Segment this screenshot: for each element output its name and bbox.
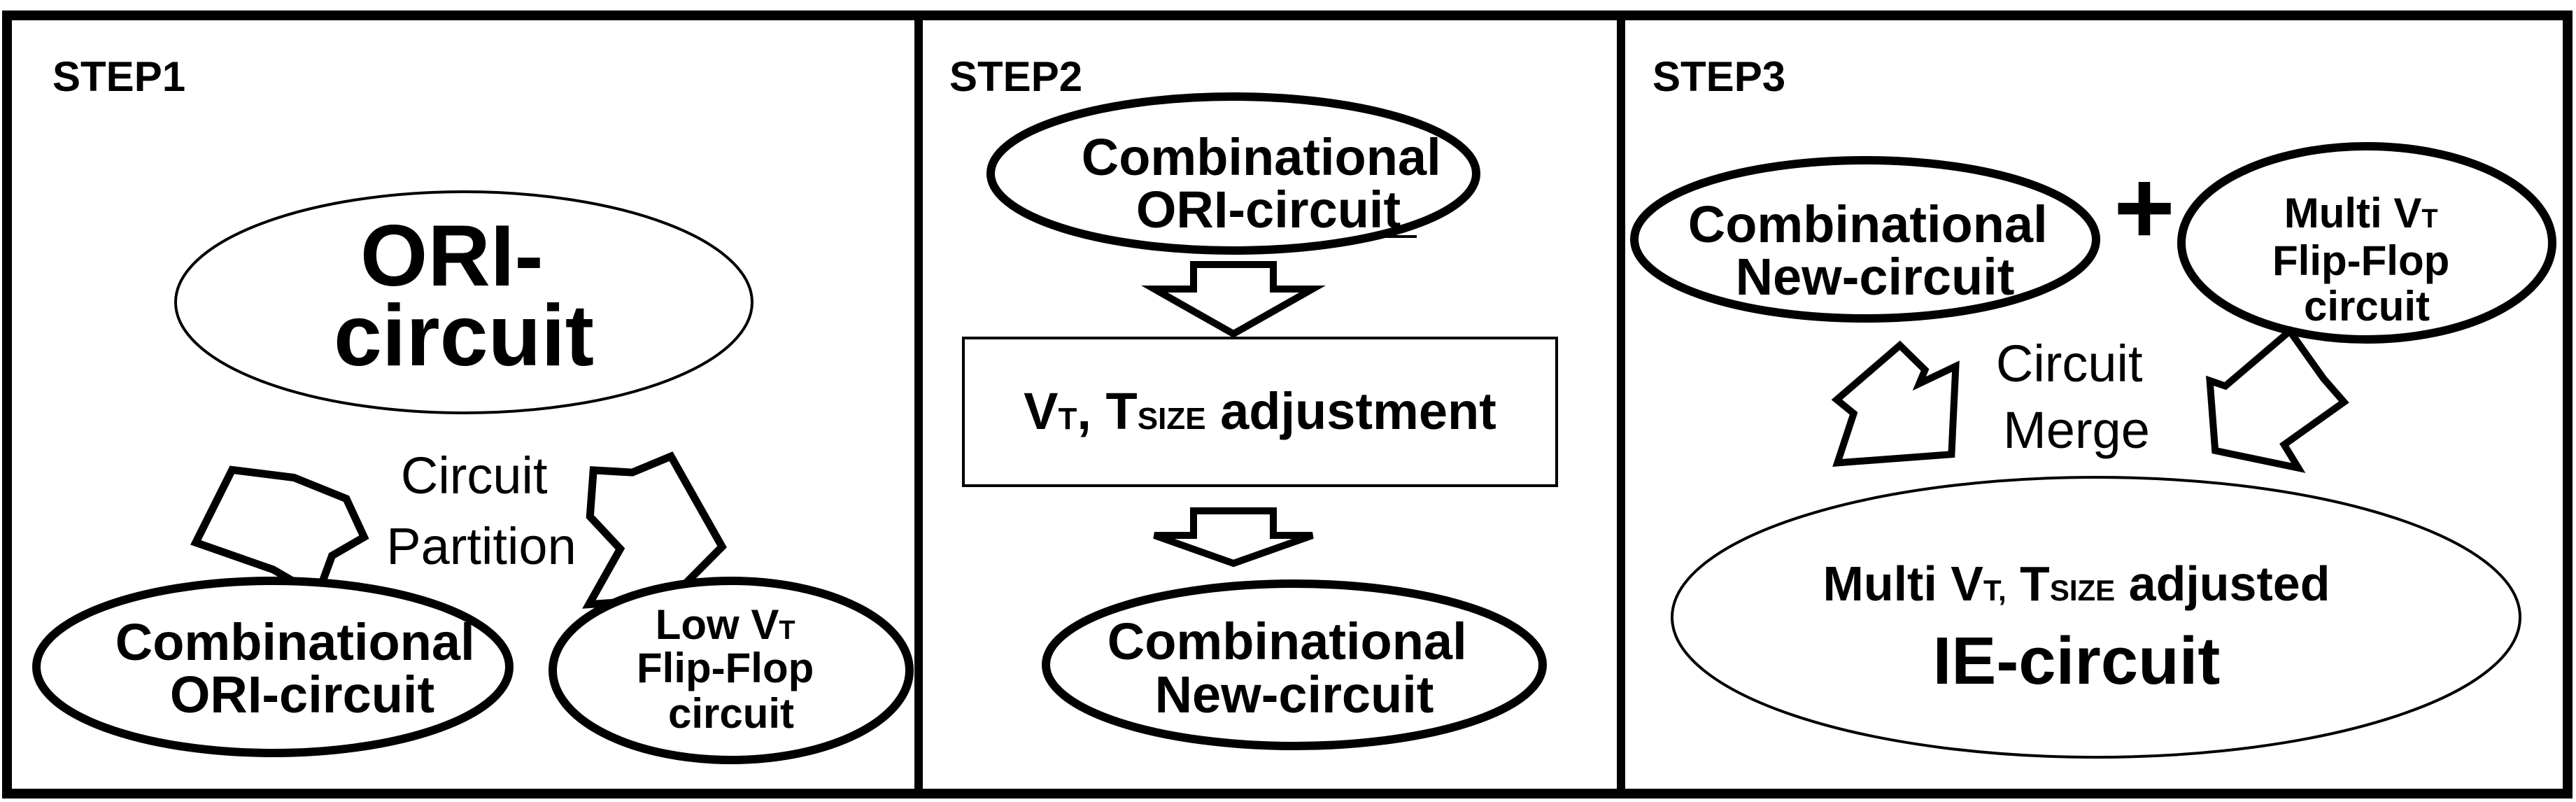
ie-circuit-label: IE-circuit (1933, 624, 2221, 698)
combinational-new-node-step2 (1042, 579, 1547, 750)
combinational-ori-label-step2: Combinational ORI-circuit (1082, 128, 1455, 239)
circuit-partition-label: Circuit Partition (386, 446, 576, 575)
multivt-flipflop-label: Multi VT Flip-Flop circuit (2272, 190, 2461, 330)
combinational-ori-node-step2 (986, 92, 1480, 255)
combinational-new-node-step3 (1630, 156, 2100, 323)
step2-panel: STEP2 Combinational ORI-circuit VT, TSIZ… (949, 53, 1558, 750)
multivt-flipflop-node (2177, 142, 2556, 344)
arrow-down-right-step3 (1831, 340, 1960, 467)
ori-circuit-label: ORI- circuit (334, 208, 594, 384)
combinational-ori-label-step1: Combinational ORI-circuit (115, 613, 489, 724)
step1-title: STEP1 (52, 53, 185, 100)
adjustment-box (962, 337, 1558, 487)
adjustment-label: VT, TSIZE adjustment (1024, 382, 1496, 440)
combinational-new-label-step2: Combinational New-circuit (1107, 612, 1481, 724)
outer-frame (2, 10, 2573, 799)
step3-title: STEP3 (1653, 53, 1785, 100)
ori-circuit-node (174, 190, 753, 414)
ie-circuit-node (1671, 476, 2521, 759)
step3-panel: STEP3 Combinational New-circuit + Multi … (1630, 53, 2556, 759)
arrow-down-left-right (582, 451, 727, 609)
plus-sign: + (2114, 148, 2175, 266)
ie-circuit-adjusted-label: Multi VT, TSIZE adjusted (1823, 556, 2330, 611)
lowvt-flipflop-label: Low VT Flip-Flop circuit (637, 601, 826, 737)
combinational-ori-node-step1 (32, 577, 514, 757)
arrow-down-2 (1153, 507, 1314, 568)
circuit-merge-label: Circuit Merge (1996, 335, 2157, 459)
step1-panel: STEP1 ORI- circuit Circuit Partition Com… (32, 53, 914, 764)
arrow-down-left-step3 (2206, 325, 2349, 473)
arrow-down-1 (1141, 261, 1326, 338)
lowvt-flipflop-node (549, 577, 914, 764)
step2-title: STEP2 (949, 53, 1082, 100)
combinational-new-label-step3: Combinational New-circuit (1688, 195, 2062, 306)
arrow-down-right-left (190, 465, 369, 601)
